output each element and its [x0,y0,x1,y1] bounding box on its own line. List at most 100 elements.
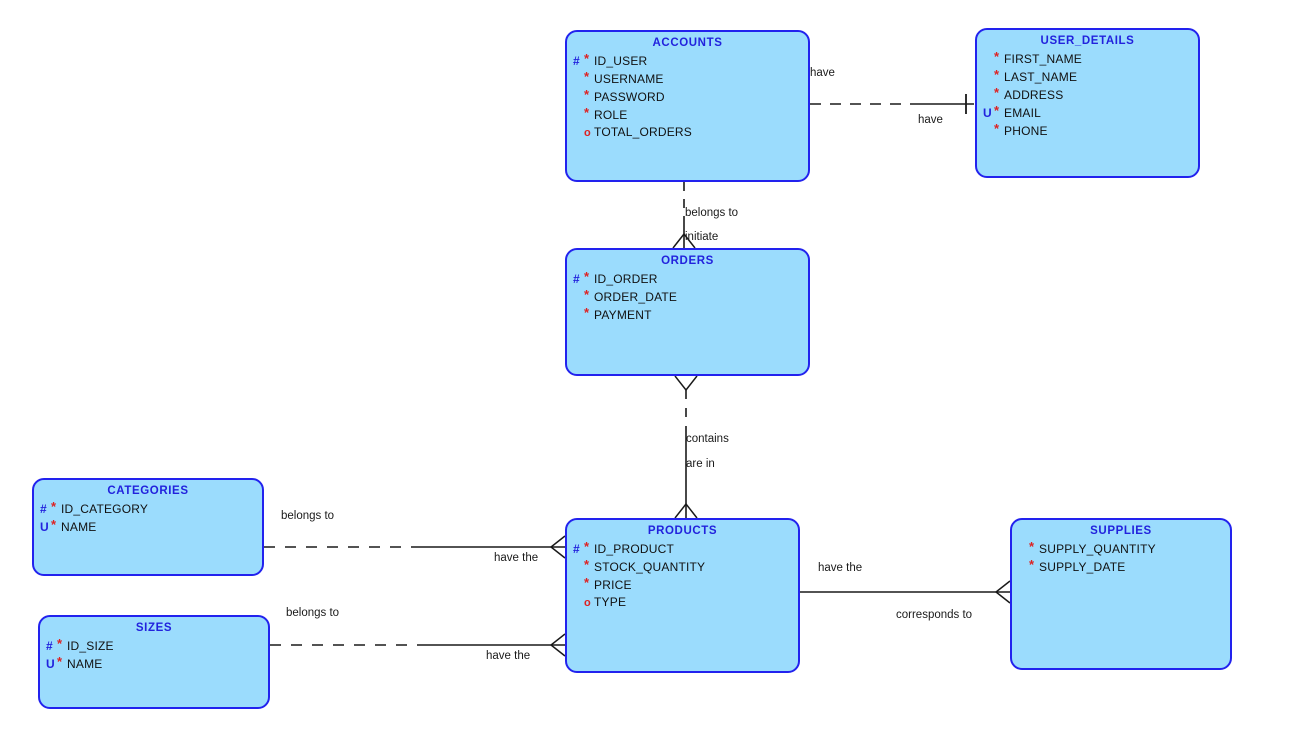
attribute-name: PHONE [1004,124,1048,138]
attribute-name: PAYMENT [594,308,652,322]
optional-marker: * [584,69,590,84]
entity-title-orders: ORDERS [661,255,714,267]
attribute-list-orders: # * ID_ORDER * ORDER_DATE * PAYMENT [567,269,808,324]
key-marker: # [573,542,580,556]
key-marker: # [573,272,580,286]
attribute-name: ID_PRODUCT [594,542,675,556]
attribute-row: * ORDER_DATE [573,287,808,306]
attribute-list-sizes: # * ID_SIZE U * NAME [40,636,268,673]
attribute-name: ID_CATEGORY [61,502,149,516]
attribute-name: NAME [67,657,103,671]
attribute-name: ROLE [594,108,628,122]
relationship-label-products-have-the-supply: have the [818,562,863,574]
entity-orders[interactable]: ORDERS # * ID_ORDER * ORDER_DATE * PAYME… [565,248,810,376]
attribute-row: * LAST_NAME [983,67,1198,86]
attribute-name: ORDER_DATE [594,290,678,304]
attribute-row: # * ID_SIZE [46,636,268,655]
relationship-label-user-details-have: have [918,114,943,126]
relationship-label-products-have-the-size: have the [486,650,531,662]
attribute-row: * STOCK_QUANTITY [573,557,798,576]
entity-supplies[interactable]: SUPPLIES * SUPPLY_QUANTITY * SUPPLY_DATE [1010,518,1232,670]
attribute-name: LAST_NAME [1004,70,1078,84]
attribute-row: * FIRST_NAME [983,49,1198,68]
attribute-row: U * EMAIL [983,103,1198,122]
optional-marker: * [51,517,57,532]
entity-title-supplies: SUPPLIES [1090,525,1152,537]
key-marker: # [573,54,580,68]
optional-marker: * [584,287,590,302]
attribute-row: # * ID_USER [573,51,808,70]
key-marker: # [40,502,47,516]
optional-marker: * [994,67,1000,82]
optional-marker: * [994,85,1000,100]
attribute-name: TYPE [594,595,627,609]
entity-user-details[interactable]: USER_DETAILS * FIRST_NAME * LAST_NAME * … [975,28,1200,178]
entity-title-products: PRODUCTS [647,525,718,537]
attribute-name: EMAIL [1004,106,1042,120]
relationship-label-accounts-have: have [810,67,835,79]
optional-marker: * [57,636,63,651]
attribute-row: * SUPPLY_DATE [1018,557,1230,576]
attribute-name: FIRST_NAME [1004,52,1083,66]
optional-marker: * [584,87,590,102]
key-marker: # [46,639,53,653]
attribute-row: o TOTAL_ORDERS [573,124,808,142]
optional-marker: * [584,557,590,572]
relationship-label-sizes-belongs-to: belongs to [286,607,340,619]
attribute-list-supplies: * SUPPLY_QUANTITY * SUPPLY_DATE [1012,539,1230,576]
attribute-row: o TYPE [573,594,798,612]
attribute-row: * PASSWORD [573,87,808,106]
attribute-row: # * ID_ORDER [573,269,808,288]
attribute-row: U * NAME [46,654,268,673]
optional-marker: * [57,654,63,669]
key-marker: U [46,657,55,671]
entity-title-user-details: USER_DETAILS [1040,35,1135,47]
entity-categories[interactable]: CATEGORIES # * ID_CATEGORY U * NAME [32,478,264,576]
optional-marker: * [584,269,590,284]
attribute-row: # * ID_CATEGORY [40,499,262,518]
entity-title-categories: CATEGORIES [107,485,189,497]
relationship-label-products-are-in: are in [686,458,715,470]
attribute-name: STOCK_QUANTITY [594,560,706,574]
relationship-label-categories-belongs-to: belongs to [281,510,335,522]
relationship-label-orders-belongs-to: belongs to [685,207,739,219]
entity-products[interactable]: PRODUCTS # * ID_PRODUCT * STOCK_QUANTITY… [565,518,800,673]
entity-sizes[interactable]: SIZES # * ID_SIZE U * NAME [38,615,270,709]
attribute-name: USERNAME [594,72,664,86]
attribute-row: * PRICE [573,575,798,594]
attribute-row: * PHONE [983,121,1198,140]
optional-marker: * [994,103,1000,118]
optional-marker: * [584,575,590,590]
optional-marker: * [994,121,1000,136]
attribute-name: SUPPLY_QUANTITY [1039,542,1156,556]
attribute-list-accounts: # * ID_USER * USERNAME * PASSWORD * ROLE [567,51,808,142]
attribute-name: NAME [61,520,97,534]
entity-title-sizes: SIZES [135,622,173,634]
optional-marker: * [994,49,1000,64]
relationship-label-products-have-the-category: have the [494,552,539,564]
attribute-name: ID_SIZE [67,639,114,653]
optional-marker: * [584,539,590,554]
edge-products-supplies [800,580,1011,604]
attribute-row: * SUPPLY_QUANTITY [1018,539,1230,558]
optional-marker: * [584,51,590,66]
relationship-label-supplies-corresponds-to: corresponds to [896,609,973,621]
optional-marker: * [1029,539,1035,554]
relationship-label-accounts-initiate: initiate [685,231,719,243]
relationship-label-orders-contains: contains [686,433,729,445]
attribute-name: ADDRESS [1004,88,1064,102]
attribute-name: ID_USER [594,54,648,68]
attribute-name: PRICE [594,578,632,592]
key-marker: U [983,106,992,120]
attribute-name: PASSWORD [594,90,665,104]
optional-marker: * [584,305,590,320]
attribute-row: # * ID_PRODUCT [573,539,798,558]
entity-title-accounts: ACCOUNTS [652,37,723,49]
attribute-list-categories: # * ID_CATEGORY U * NAME [34,499,262,536]
attribute-row: * PAYMENT [573,305,808,324]
entity-accounts[interactable]: ACCOUNTS # * ID_USER * USERNAME * PASSWO… [565,30,810,182]
optional-marker: * [51,499,57,514]
attribute-list-user-details: * FIRST_NAME * LAST_NAME * ADDRESS U * E… [977,49,1198,140]
attribute-row: * USERNAME [573,69,808,88]
